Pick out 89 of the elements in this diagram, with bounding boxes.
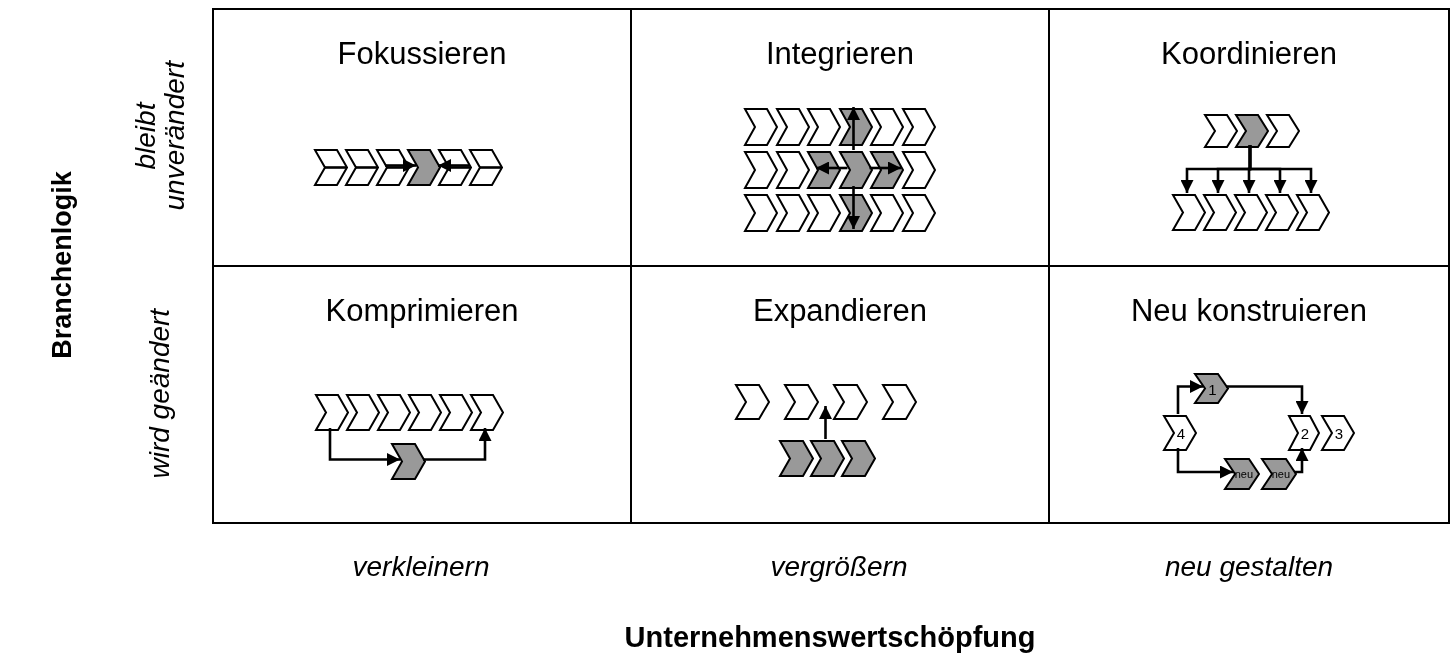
- process-step: [902, 152, 935, 188]
- process-step: [315, 150, 347, 185]
- process-step: [871, 109, 903, 145]
- column-label: vergrößern: [770, 551, 908, 583]
- process-step: [871, 195, 903, 231]
- arrow: [1176, 448, 1233, 479]
- process-step: [1195, 374, 1228, 403]
- arrow: [816, 161, 848, 175]
- chevron-label: 4: [1176, 425, 1185, 441]
- process-step: [1322, 416, 1354, 450]
- process-step: [408, 150, 440, 185]
- row-label: wird geändert: [145, 307, 175, 481]
- process-step: [839, 195, 872, 231]
- process-step: [1267, 115, 1299, 147]
- process-step: [316, 395, 348, 430]
- column-label: verkleinern: [352, 551, 490, 583]
- process-step: [439, 150, 471, 185]
- arrow: [1294, 448, 1309, 474]
- arrow: [423, 428, 492, 461]
- process-step: [377, 150, 409, 185]
- chevron-label: 3: [1334, 425, 1343, 441]
- process-step: [736, 385, 769, 419]
- arrow: [1226, 385, 1309, 414]
- process-step: [785, 385, 818, 419]
- process-step: [776, 152, 809, 188]
- process-step: [780, 441, 813, 476]
- arrow: [847, 107, 860, 150]
- process-step: [1164, 416, 1196, 450]
- process-step: [1225, 459, 1259, 489]
- arrow: [328, 428, 400, 466]
- process-step: [834, 385, 867, 419]
- cell-heading: Komprimieren: [325, 293, 519, 329]
- process-step: [745, 152, 777, 188]
- process-step: [811, 441, 844, 476]
- process-step: [347, 395, 379, 430]
- axis-title: Branchenlogik: [47, 171, 77, 359]
- process-step: [902, 195, 935, 231]
- process-step: [1173, 195, 1205, 230]
- process-step: [392, 444, 425, 479]
- process-step: [808, 109, 840, 145]
- arrow: [847, 186, 860, 229]
- process-step: [1297, 195, 1329, 230]
- arrow: [1248, 145, 1318, 193]
- process-step: [470, 150, 502, 185]
- process-step: [1236, 115, 1268, 147]
- process-step: [883, 385, 916, 419]
- arrow: [819, 406, 832, 439]
- process-step: [440, 395, 472, 430]
- process-step: [346, 150, 378, 185]
- arrow: [1176, 380, 1203, 414]
- process-step: [745, 195, 777, 231]
- row-label: bleibt unverändert: [130, 59, 190, 213]
- cell-heading: Neu konstruieren: [1130, 293, 1368, 329]
- matrix-cell: [1048, 8, 1450, 267]
- column-label: neu gestalten: [1164, 551, 1334, 583]
- process-step: [842, 441, 875, 476]
- process-step: [776, 195, 809, 231]
- process-step: [378, 395, 410, 430]
- process-step: [808, 195, 840, 231]
- process-step: [808, 152, 840, 188]
- chevron-label: neu: [1271, 468, 1290, 480]
- process-step: [409, 395, 441, 430]
- process-step: [839, 109, 872, 145]
- matrix-cell: [1048, 265, 1450, 524]
- arrow: [869, 161, 901, 175]
- chevron-label: neu: [1234, 468, 1253, 480]
- arrow: [438, 159, 469, 172]
- process-step: [776, 109, 809, 145]
- cell-heading: Expandieren: [752, 293, 928, 329]
- arrow: [385, 159, 416, 172]
- process-step: [745, 109, 777, 145]
- matrix-cell: [212, 8, 632, 267]
- cell-heading: Koordinieren: [1161, 36, 1337, 72]
- axis-title: Unternehmenswertschöpfung: [624, 620, 1036, 654]
- chevron-label: 1: [1208, 381, 1217, 396]
- cell-heading: Integrieren: [765, 36, 915, 72]
- process-step: [871, 152, 903, 188]
- process-step: [902, 109, 935, 145]
- process-step: [1266, 195, 1298, 230]
- process-step: [839, 152, 872, 188]
- process-step: [1205, 115, 1237, 147]
- process-step: [471, 395, 503, 430]
- matrix-cell: [212, 265, 632, 524]
- process-step: [1262, 459, 1296, 489]
- process-step: [1235, 195, 1267, 230]
- process-step: [1204, 195, 1236, 230]
- process-step: [1289, 416, 1319, 450]
- chevron-label: 2: [1300, 425, 1309, 441]
- cell-heading: Fokussieren: [337, 36, 507, 72]
